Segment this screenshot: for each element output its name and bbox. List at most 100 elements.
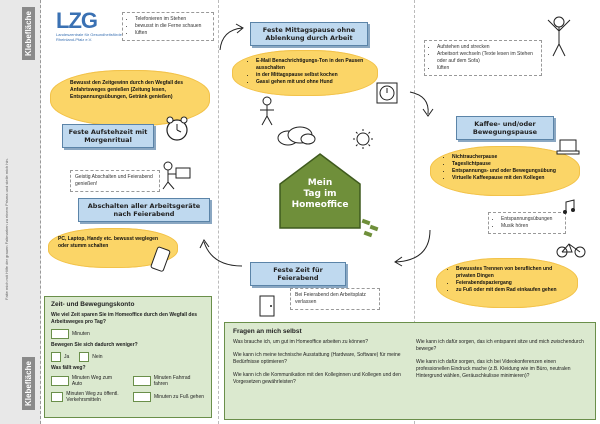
arrow-icon <box>199 239 243 267</box>
minutes-label: Minuten <box>72 331 90 337</box>
questions-columns: Was brauche ich, um gut im Homeoffice ar… <box>233 339 587 392</box>
note-feierabend: Bei Feierabend den Arbeitsplatz verlasse… <box>290 288 380 310</box>
activity-grid: Minuten Weg zum Auto Minuten Fahrrad fah… <box>51 375 205 403</box>
activity-input[interactable] <box>133 392 151 402</box>
konto-question: Wie viel Zeit sparen Sie im Homeoffice d… <box>51 312 198 325</box>
header-feierabend: Feste Zeit für Feierabend <box>250 262 346 286</box>
path-steps-icon <box>360 218 390 245</box>
note-item: Aufstehen und strecken <box>437 44 537 51</box>
door-icon <box>258 294 276 323</box>
yes-checkbox[interactable] <box>51 352 61 362</box>
cloud-icon <box>276 126 316 151</box>
clock-icon <box>376 82 398 109</box>
arrow-icon <box>409 91 434 117</box>
person-icon <box>258 96 276 131</box>
arrow-icon <box>219 23 244 51</box>
question-item: Was brauche ich, um gut im Homeoffice ar… <box>233 339 369 345</box>
cloud-mittag <box>232 50 378 96</box>
bubble-item: Feierabendspaziergang <box>456 280 572 287</box>
logo: LZG <box>56 8 98 33</box>
glue-label-top: Klebefläche <box>22 7 35 60</box>
activity-label: Minuten Weg zum Auto <box>71 375 113 387</box>
logo-subtitle: Landeszentrale für Gesundheitsförderung … <box>56 32 135 42</box>
note-abschalten: Geistig Abschalten und Feierabend genieß… <box>70 170 160 192</box>
header-abschalten: Abschalten aller Arbeitsgeräte nach Feie… <box>78 198 210 222</box>
title-line: Tag im <box>303 189 337 199</box>
konto-panel: Zeit- und Bewegungskonto Wie viel Zeit s… <box>44 296 212 418</box>
questions-panel: Fragen an mich selbst Was brauche ich, u… <box>224 322 596 420</box>
activity-row: Minuten Fahrrad fahren <box>133 375 205 387</box>
activity-label: Minuten Fahrrad fahren <box>153 375 191 387</box>
konto-question: Was fällt weg? <box>51 365 86 371</box>
konto-title: Zeit- und Bewegungskonto <box>51 301 135 308</box>
arrow-icon <box>394 229 431 267</box>
questions-left: Was brauche ich, um gut im Homeoffice ar… <box>233 339 404 392</box>
activity-label: Minuten Weg zu öffentl. Verkehrsmitteln <box>66 391 119 403</box>
fold-line-1 <box>218 0 219 424</box>
bubble-item: Nichtraucherpause <box>452 154 572 161</box>
glue-label-bottom: Klebefläche <box>22 357 35 410</box>
bubble-zeitgewinn: Bewusst den Zeitgewinn durch den Wegfall… <box>70 80 183 100</box>
note-item: Musik hören <box>501 223 561 230</box>
note-entspannung: Entspannungsübungen Musik hören <box>488 212 566 234</box>
cloud-kaffee <box>430 146 580 196</box>
phone-icon <box>150 246 172 277</box>
sun-icon <box>352 128 374 155</box>
folding-instruction: Falte mich mit Hilfe der grauen Faltmark… <box>4 158 9 300</box>
page-title: Mein Tag im Homeoffice <box>284 178 356 211</box>
yes-label: Ja <box>64 354 70 360</box>
questions-title: Fragen an mich selbst <box>233 328 302 335</box>
activity-label: Minuten zu Fuß gehen <box>154 394 205 400</box>
activity-row: Minuten zu Fuß gehen <box>133 391 205 403</box>
activity-row: Minuten Weg zu öffentl. Verkehrsmitteln <box>51 391 123 403</box>
header-aufstehzeit: Feste Aufstehzeit mit Morgenritual <box>62 124 154 148</box>
activity-input[interactable] <box>133 376 151 386</box>
note-item: bewusst in die Ferne schauen <box>135 23 209 30</box>
tips-note-top-right: Aufstehen und strecken Arbeitsort wechse… <box>424 40 542 76</box>
no-label: Nein <box>92 354 103 360</box>
header-kaffee: Kaffee- und/oder Bewegungspause <box>456 116 554 140</box>
bubble-item: E-Mail Benachrichtigungs-Ton in den Paus… <box>256 58 368 72</box>
question-item: Wie kann ich meine technische Ausstattun… <box>233 352 401 365</box>
question-item: Wie kann ich dafür sorgen, das ich bei V… <box>416 359 571 379</box>
note-item: Arbeitsort wechseln (Texte lesen im Steh… <box>437 51 537 65</box>
title-line: Homeoffice <box>291 200 349 210</box>
bubble-item: zu Fuß oder mit dem Rad einkaufen gehen <box>456 287 572 294</box>
bubble-item: Entspannungs- und oder Bewegungsübung <box>452 168 572 175</box>
bubble-item: Gassi gehen mit und ohne Hund <box>256 79 368 86</box>
bubble-mittag: E-Mail Benachrichtigungs-Ton in den Paus… <box>248 58 368 86</box>
alarm-clock-icon <box>164 116 190 147</box>
note-item: Entspannungsübungen <box>501 216 561 223</box>
person-reading-icon <box>160 160 194 195</box>
question-item: Wie kann ich dafür sorgen, das ich entsp… <box>416 339 584 352</box>
minutes-input[interactable] <box>51 329 69 339</box>
cloud-trennen <box>436 258 578 308</box>
title-line: Mein <box>307 178 333 188</box>
activity-input[interactable] <box>51 376 69 386</box>
bubble-abschalten: PC, Laptop, Handy etc. bewusst weglegen … <box>58 236 159 249</box>
yes-no-row: Ja Nein <box>51 352 205 362</box>
questions-right: Wie kann ich dafür sorgen, das ich entsp… <box>416 339 587 392</box>
note-item: lüften <box>437 65 537 72</box>
bubble-item: Bewusstes Trennen von beruflichen und pr… <box>456 266 572 280</box>
bicycle-icon <box>556 240 586 263</box>
note-item: Telefonieren im Stehen <box>135 16 209 23</box>
house-icon <box>279 153 361 229</box>
konto-question: Bewegen Sie sich dadurch weniger? <box>51 342 138 348</box>
bubble-trennen: Bewusstes Trennen von beruflichen und pr… <box>448 266 572 294</box>
tips-note-top-left: Telefonieren im Stehen bewusst in die Fe… <box>122 12 214 41</box>
bubble-item: in der Mittagspause selbst kochen <box>256 72 368 79</box>
laptop-icon <box>556 138 580 161</box>
stretching-person-icon <box>544 14 574 63</box>
no-checkbox[interactable] <box>79 352 90 362</box>
note-item: lüften <box>135 30 209 37</box>
music-notes-icon <box>562 199 584 221</box>
bubble-item: Tageslichtpause <box>452 161 572 168</box>
minutes-row: Minuten <box>51 329 205 339</box>
activity-input[interactable] <box>51 392 64 402</box>
glue-strip: Klebefläche Falte mich mit Hilfe der gra… <box>0 0 41 424</box>
activity-row: Minuten Weg zum Auto <box>51 375 123 387</box>
bubble-kaffee: Nichtraucherpause Tageslichtpause Entspa… <box>444 154 572 182</box>
question-item: Wie kann ich die Kommunikation mit den K… <box>233 372 401 385</box>
